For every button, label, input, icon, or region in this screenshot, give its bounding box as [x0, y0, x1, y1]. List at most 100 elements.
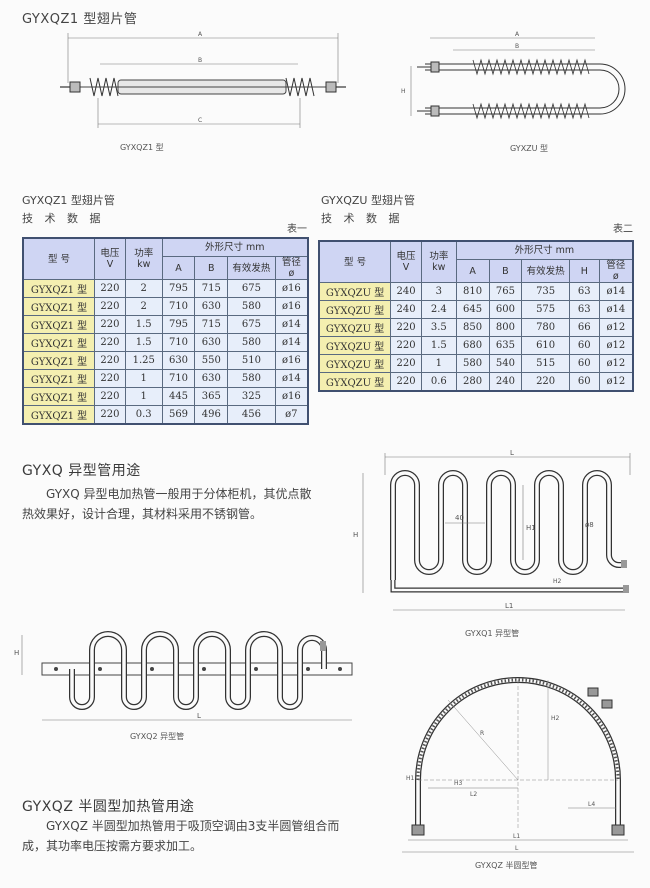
col-dia: 管径 ø: [598, 259, 634, 283]
cell-value: 66: [568, 318, 600, 337]
cell-value: 795: [161, 315, 196, 334]
cell-value: 710: [161, 369, 196, 388]
cell-value: 630: [194, 369, 229, 388]
dim-a-label: A: [515, 31, 520, 38]
cell-value: 1.5: [124, 333, 163, 352]
cell-model: GYXQZU 型: [318, 354, 392, 373]
cell-value: ø14: [598, 282, 634, 301]
table2-heading: GYXQZU 型翅片管: [321, 194, 415, 207]
cell-value: ø16: [274, 297, 309, 316]
dim-h-label: H: [401, 88, 406, 95]
cell-value: 1: [420, 354, 457, 373]
page-title: GYXQZ1 型翅片管: [22, 12, 138, 27]
cell-value: 325: [227, 387, 276, 406]
cell-value: 630: [161, 351, 196, 370]
dim-h2-label: H2: [551, 715, 560, 722]
cell-value: 800: [488, 318, 523, 337]
cell-model: GYXQZ1 型: [22, 351, 96, 370]
cell-value: 635: [488, 336, 523, 355]
cell-value: 1.5: [124, 315, 163, 334]
cell-value: 510: [227, 351, 276, 370]
dim-a-label: A: [198, 31, 203, 38]
cell-value: 715: [194, 279, 229, 298]
cell-value: 580: [227, 333, 276, 352]
cell-value: ø12: [598, 372, 634, 392]
cell-model: GYXQZ1 型: [22, 279, 96, 298]
cell-value: 2.4: [420, 300, 457, 319]
dim-40-label: 40: [455, 514, 464, 522]
cell-value: 220: [94, 279, 126, 298]
cell-value: ø12: [598, 318, 634, 337]
col-power: 功率 kw: [124, 237, 163, 280]
col-h: H: [568, 259, 600, 283]
cell-value: 220: [94, 351, 126, 370]
cell-value: ø16: [274, 387, 309, 406]
cell-model: GYXQZU 型: [318, 372, 392, 392]
cell-value: 220: [390, 372, 422, 392]
col-voltage: 电压 V: [94, 237, 126, 280]
cell-value: 735: [521, 282, 570, 301]
cell-value: 610: [521, 336, 570, 355]
cell-value: 60: [568, 372, 600, 392]
table1: 型 号 电压 V 功率 kw 外形尺寸 mm A B 有效发热 管径 ø GYX…: [22, 237, 309, 425]
dim-r-label: R: [480, 730, 484, 737]
cell-value: 715: [194, 315, 229, 334]
cell-value: 680: [455, 336, 490, 355]
cell-value: 710: [161, 297, 196, 316]
cell-value: 580: [227, 297, 276, 316]
gyxq-section-text: GYXQ 异型电加热管一般用于分体柜机，其优点散热效果好，设计合理，其材料采用不…: [22, 487, 312, 521]
cell-value: 540: [488, 354, 523, 373]
cell-model: GYXQZU 型: [318, 318, 392, 337]
cell-model: GYXQZU 型: [318, 300, 392, 319]
table2-subheading: 技 术 数 据: [321, 212, 404, 225]
dim-l1-label: L1: [505, 602, 513, 610]
dim-c-label: C: [198, 117, 202, 124]
table2: 型 号 电压 V 功率 kw 外形尺寸 mm A B 有效发热 H 管径 ø G…: [318, 240, 634, 392]
col-eff: 有效发热: [227, 256, 276, 280]
dim-l1-label: L1: [513, 833, 520, 840]
gyxqz1-drawing: A B C: [60, 31, 346, 128]
cell-model: GYXQZ1 型: [22, 297, 96, 316]
dim-l4-label: L4: [588, 801, 595, 808]
table1-label: 表一: [287, 224, 307, 235]
table2-label: 表二: [613, 224, 633, 235]
cell-value: 630: [194, 333, 229, 352]
col-model: 型 号: [318, 240, 392, 283]
cell-value: 1.5: [420, 336, 457, 355]
cell-value: 580: [227, 369, 276, 388]
cell-value: 580: [455, 354, 490, 373]
cell-value: 810: [455, 282, 490, 301]
cell-value: 645: [455, 300, 490, 319]
col-dia: 管径 ø: [274, 256, 309, 280]
dim-l-label: L: [510, 449, 514, 457]
dim-h2-label: H2: [553, 578, 562, 585]
cell-value: ø14: [274, 369, 309, 388]
cell-model: GYXQZ1 型: [22, 315, 96, 334]
dim-l2-label: L2: [470, 791, 477, 798]
cell-value: 220: [521, 372, 570, 392]
cell-model: GYXQZ1 型: [22, 369, 96, 388]
cell-value: 220: [390, 354, 422, 373]
cell-value: 575: [521, 300, 570, 319]
dim-h-label: H: [353, 531, 358, 539]
gyxqz-section-text: GYXQZ 半圆型加热管用于吸顶空调由3支半圆管组合而成，其功率电压按需方要求加…: [22, 819, 340, 853]
cell-value: 220: [390, 318, 422, 337]
col-voltage: 电压 V: [390, 240, 422, 283]
dim-b-label: B: [515, 43, 519, 50]
dim-h1-label: H1: [406, 775, 415, 782]
cell-value: 445: [161, 387, 196, 406]
dim-b-label: B: [198, 57, 202, 64]
gyxzu-drawing: A B H: [401, 31, 626, 120]
cell-value: 675: [227, 315, 276, 334]
cell-value: 280: [455, 372, 490, 392]
cell-value: 2: [124, 279, 163, 298]
cell-value: ø7: [274, 405, 309, 425]
cell-value: 1: [124, 387, 163, 406]
cell-value: 1.25: [124, 351, 163, 370]
